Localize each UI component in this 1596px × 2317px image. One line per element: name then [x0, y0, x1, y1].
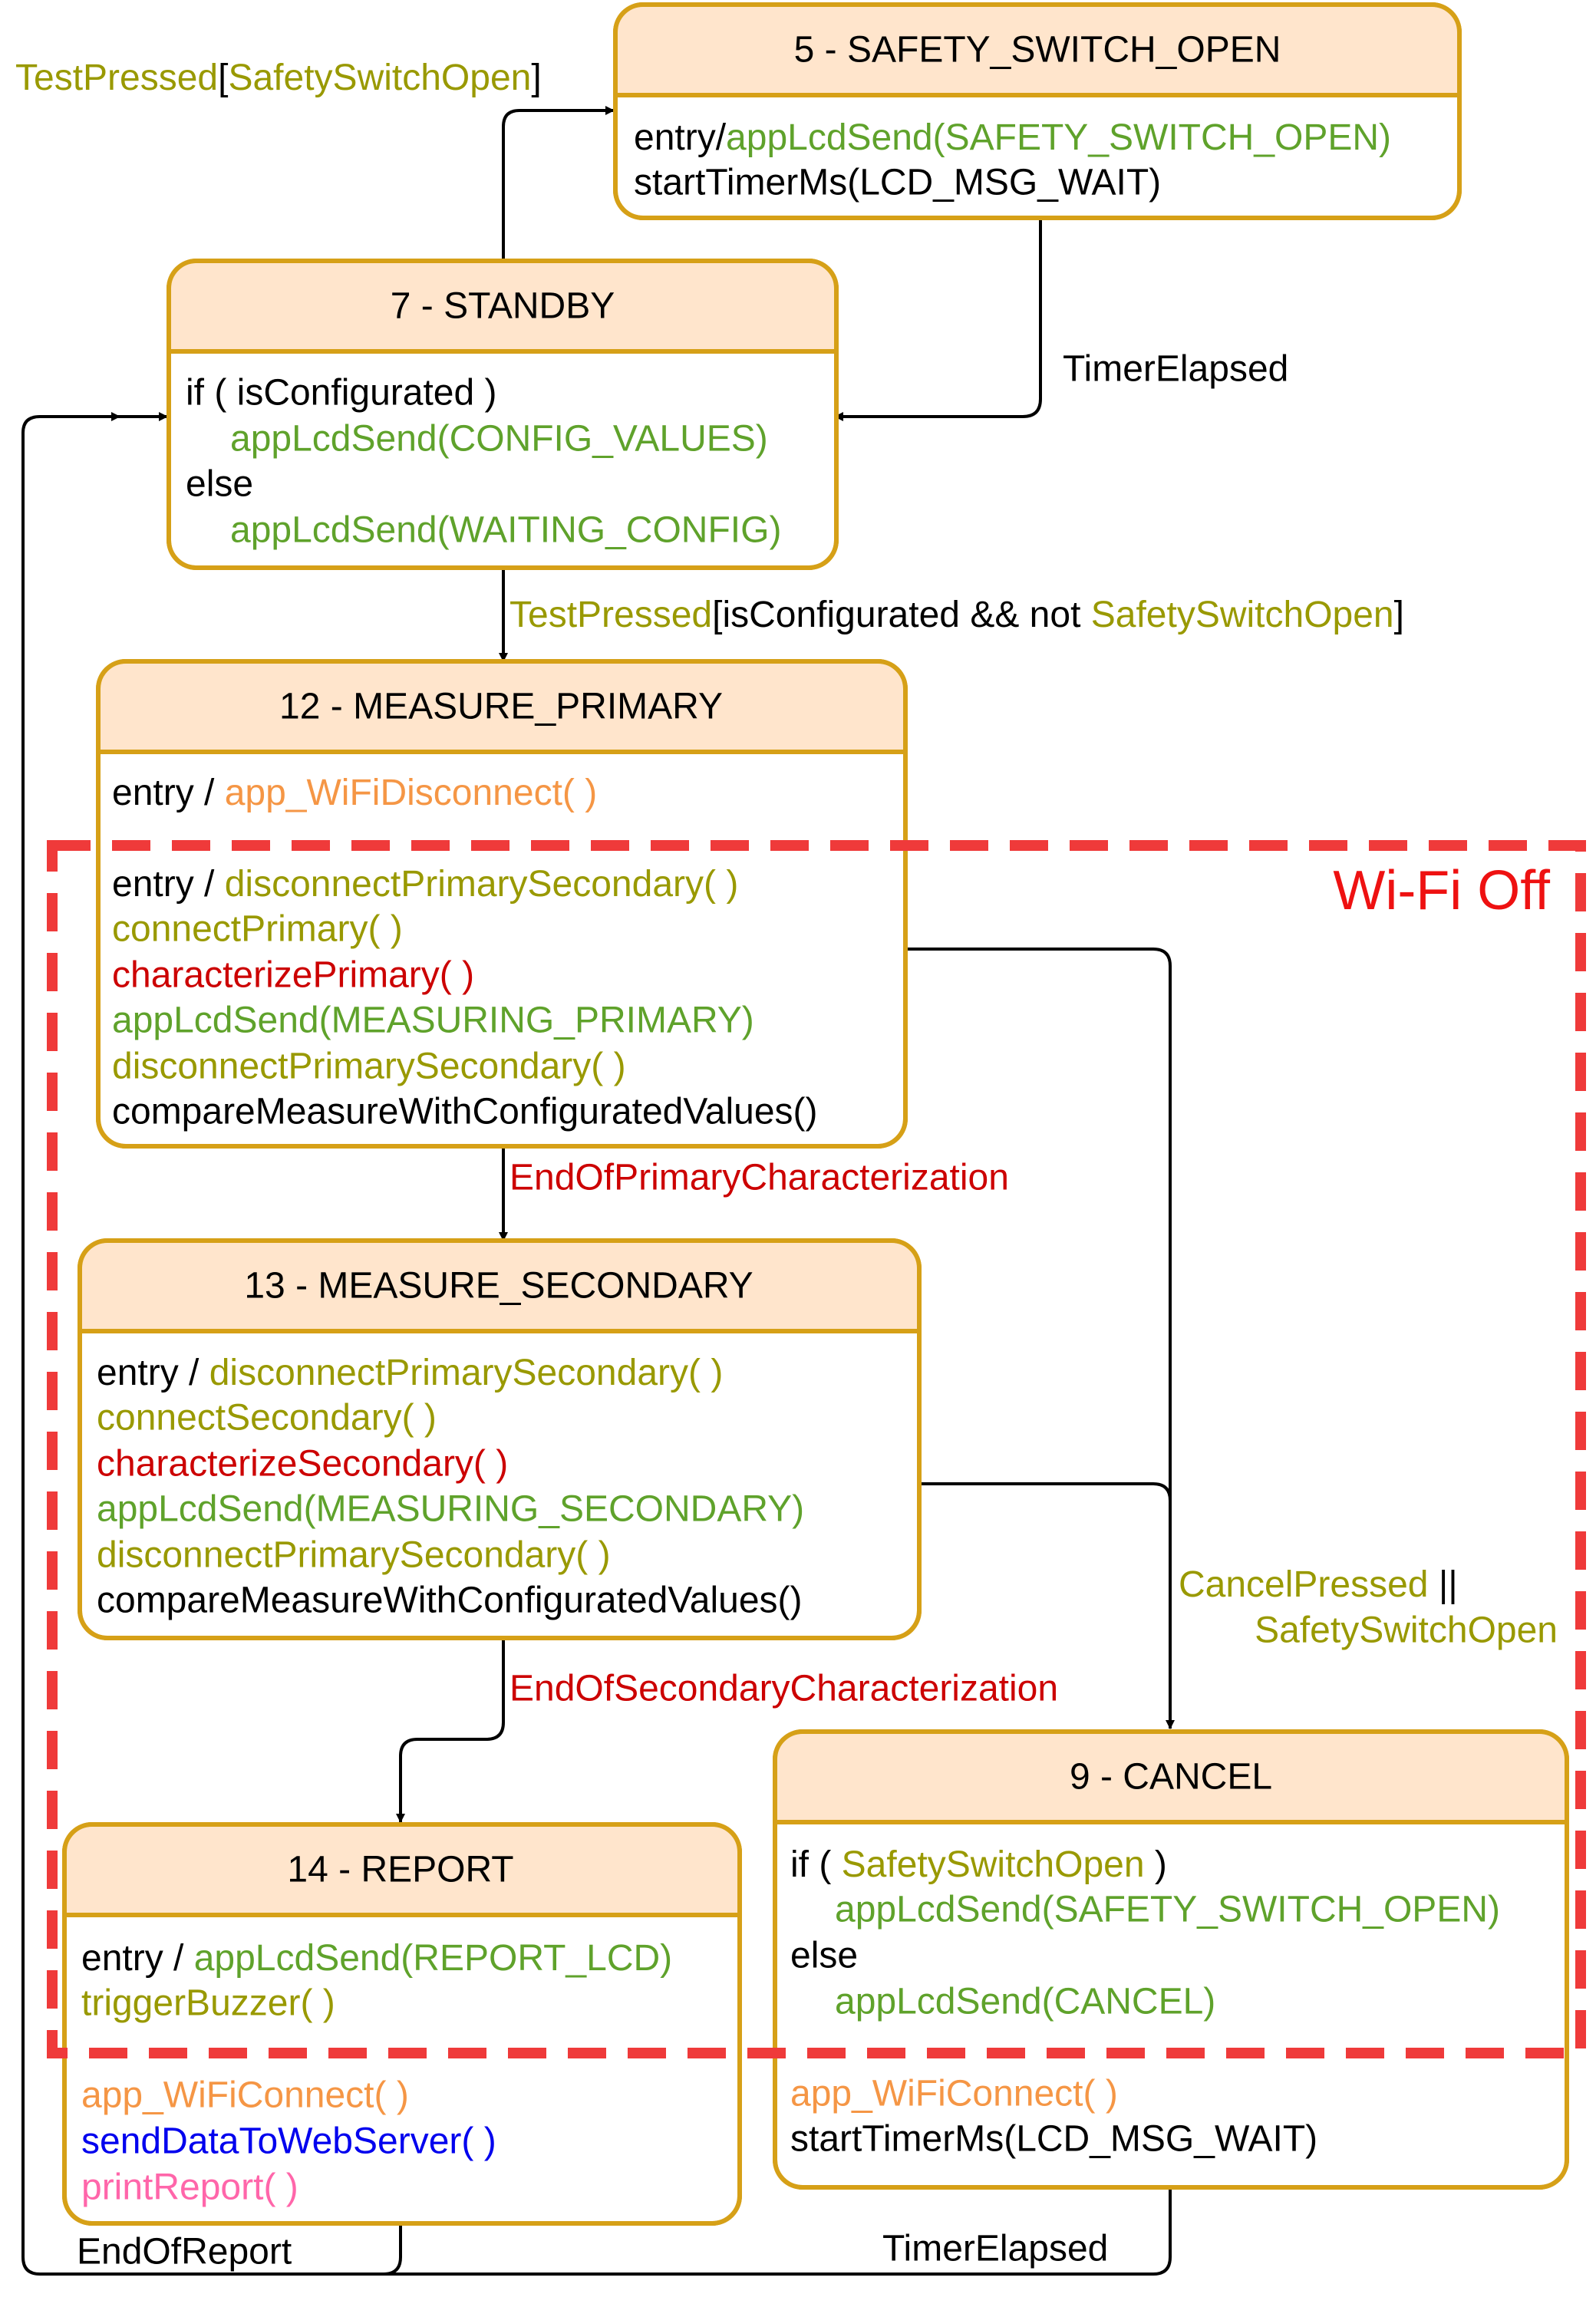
action-line: printReport( ) — [81, 2167, 298, 2208]
state-measure-secondary: 13 - MEASURE_SECONDARY entry / disconnec… — [77, 1238, 922, 1640]
transition-label-standby-to-measure-primary: TestPressed[isConfigurated && not Safety… — [509, 595, 1404, 635]
action-line: appLcdSend(WAITING_CONFIG) — [230, 510, 781, 551]
state-standby: 7 - STANDBY if ( isConfigurated ) appLcd… — [167, 259, 839, 570]
transition-label-measure-secondary-to-report: EndOfSecondaryCharacterization — [509, 1669, 1058, 1709]
action-line: appLcdSend(SAFETY_SWITCH_OPEN) — [835, 1890, 1500, 1930]
edge-measure-primary-to-cancel — [905, 948, 1175, 1729]
transition-label-cancel-to-standby: TimerElapsed — [882, 2229, 1108, 2269]
edge-safety-switch-open-to-standby — [834, 218, 1042, 421]
action-line: startTimerMs(LCD_MSG_WAIT) — [790, 2119, 1317, 2160]
entry-action: entry / app_WiFiDisconnect( ) — [112, 773, 597, 813]
action-line: compareMeasureWithConfiguratedValues() — [112, 1092, 818, 1132]
state-title: 13 - MEASURE_SECONDARY — [244, 1266, 753, 1307]
action-line: appLcdSend(CONFIG_VALUES) — [230, 419, 768, 460]
wifi-off-region — [47, 840, 1586, 2058]
transition-label-to-cancel: CancelPressed || — [1179, 1564, 1458, 1605]
edge-measure-secondary-to-cancel — [919, 1482, 1172, 1501]
state-title: 5 - SAFETY_SWITCH_OPEN — [794, 30, 1281, 71]
action-line: app_WiFiConnect( ) — [81, 2075, 409, 2116]
edge-report-to-standby — [21, 412, 402, 2276]
action-line: characterizeSecondary( ) — [97, 1444, 508, 1485]
action-line: connectPrimary( ) — [112, 909, 403, 950]
state-title: 9 - CANCEL — [1070, 1757, 1272, 1798]
action-line: startTimerMs(LCD_MSG_WAIT) — [634, 163, 1161, 203]
action-line: compareMeasureWithConfiguratedValues() — [97, 1580, 803, 1621]
condition-line: if ( isConfigurated ) — [186, 373, 497, 414]
entry-action: entry/appLcdSend(SAFETY_SWITCH_OPEN) — [634, 117, 1391, 158]
action-line: connectSecondary( ) — [97, 1398, 437, 1439]
transition-label-safety-switch-open-to-standby: TimerElapsed — [1063, 349, 1288, 390]
state-title: 7 - STANDBY — [391, 286, 615, 327]
action-line: triggerBuzzer( ) — [81, 1983, 335, 2024]
condition-line: if ( SafetySwitchOpen ) — [790, 1844, 1167, 1885]
state-cancel: 9 - CANCEL if ( SafetySwitchOpen ) appLc… — [773, 1729, 1569, 2190]
action-line: characterizePrimary( ) — [112, 955, 474, 996]
state-measure-primary: 12 - MEASURE_PRIMARY entry / app_WiFiDis… — [96, 659, 908, 1149]
action-line: appLcdSend(MEASURING_PRIMARY) — [112, 1000, 754, 1041]
entry-action: entry / appLcdSend(REPORT_LCD) — [81, 1938, 672, 1979]
action-line: appLcdSend(CANCEL) — [835, 1982, 1215, 2022]
action-line: appLcdSend(MEASURING_SECONDARY) — [97, 1489, 804, 1530]
action-line: sendDataToWebServer( ) — [81, 2121, 496, 2162]
state-report: 14 - REPORT entry / appLcdSend(REPORT_LC… — [62, 1822, 742, 2226]
else-line: else — [790, 1936, 858, 1976]
transition-label-measure-primary-to-measure-secondary: EndOfPrimaryCharacterization — [509, 1158, 1009, 1198]
action-line: disconnectPrimarySecondary( ) — [112, 1046, 626, 1087]
wifi-off-label: Wi-Fi Off — [1333, 860, 1551, 921]
else-line: else — [186, 464, 253, 505]
state-title: 12 - MEASURE_PRIMARY — [279, 687, 723, 727]
transition-label-to-cancel-guard: SafetySwitchOpen — [1255, 1610, 1558, 1651]
state-safety-switch-open: 5 - SAFETY_SWITCH_OPEN entry/appLcdSend(… — [613, 2, 1462, 220]
transition-label-standby-to-safety-switch-open: TestPressed[SafetySwitchOpen] — [15, 58, 542, 98]
edge-cancel-to-standby — [384, 2187, 1172, 2276]
edge-measure-secondary-to-report — [396, 1638, 505, 1823]
state-title: 14 - REPORT — [287, 1850, 513, 1890]
edge-standby-to-safety-switch-open — [502, 106, 615, 265]
action-line: app_WiFiConnect( ) — [790, 2074, 1118, 2114]
entry-action: entry / disconnectPrimarySecondary( ) — [97, 1353, 723, 1393]
action-line: disconnectPrimarySecondary( ) — [97, 1535, 611, 1576]
entry-action: entry / disconnectPrimarySecondary( ) — [112, 864, 738, 905]
transition-label-report-to-standby: EndOfReport — [77, 2232, 292, 2273]
